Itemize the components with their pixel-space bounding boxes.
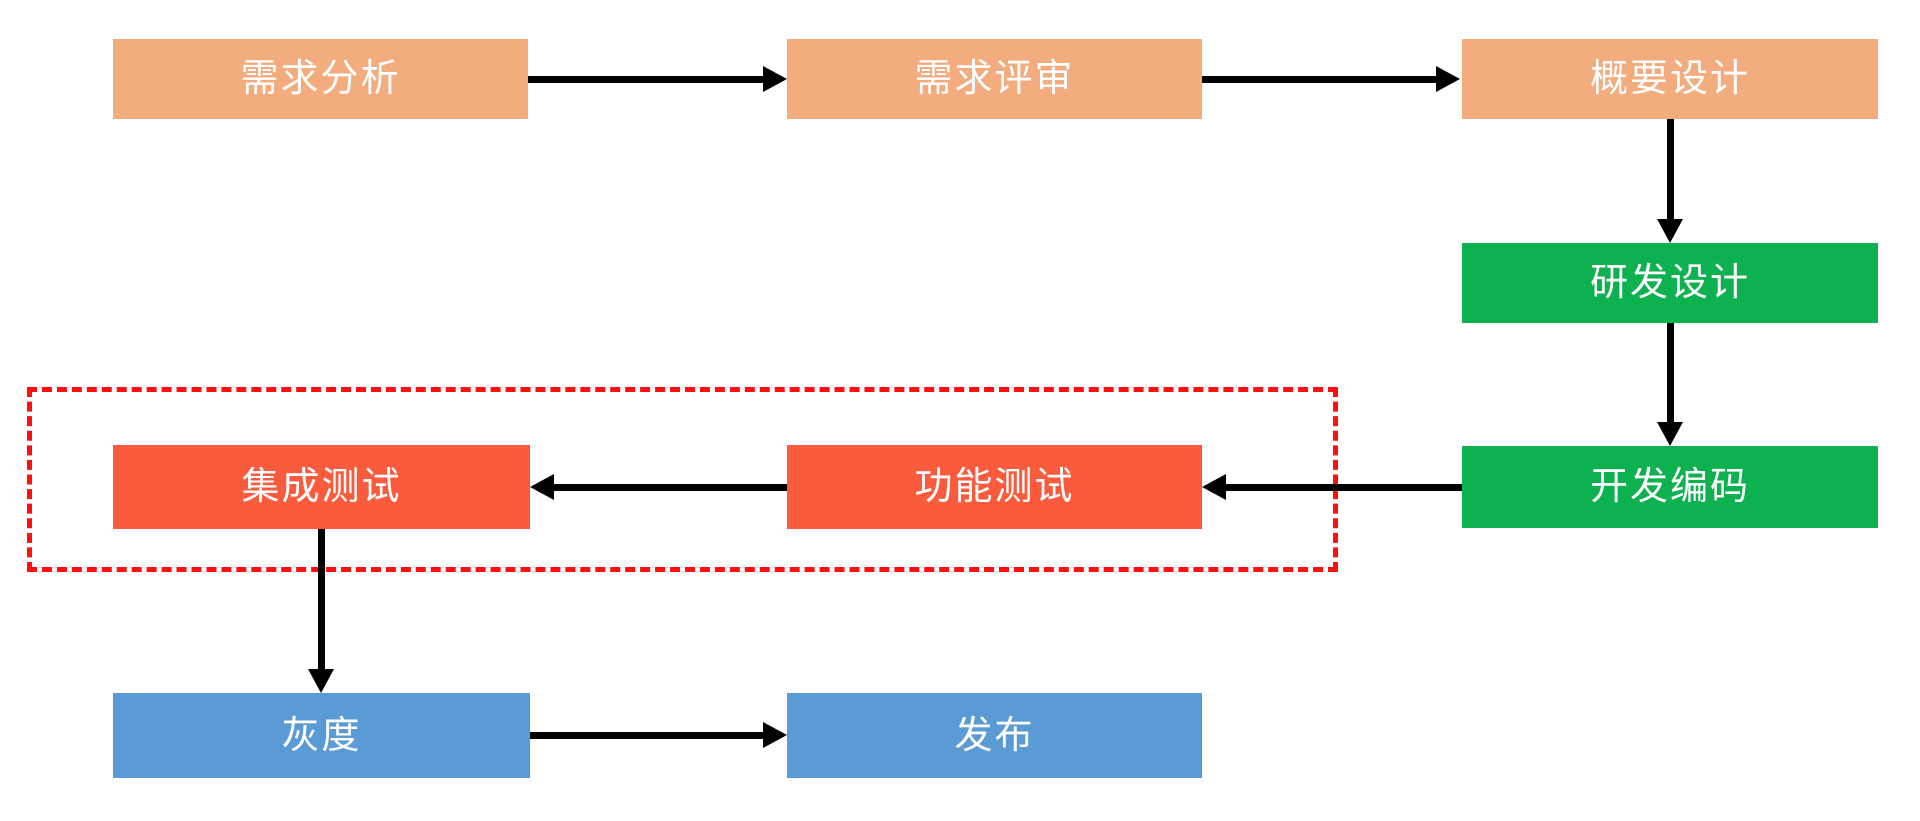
arrow-head bbox=[1657, 422, 1683, 446]
node-label: 需求评审 bbox=[914, 58, 1075, 100]
arrow-shaft bbox=[1222, 483, 1462, 491]
arrow-head bbox=[1436, 66, 1460, 92]
node-integration-testing: 集成测试 bbox=[113, 445, 530, 529]
arrow-functest-to-inttest-icon bbox=[530, 474, 787, 500]
arrow-gray-to-release-icon bbox=[530, 722, 787, 748]
node-label: 开发编码 bbox=[1589, 466, 1750, 508]
arrow-shaft bbox=[1202, 75, 1440, 83]
arrow-shaft bbox=[530, 731, 767, 739]
arrow-shaft bbox=[550, 483, 787, 491]
node-release: 发布 bbox=[787, 693, 1202, 778]
arrow-head bbox=[1202, 474, 1226, 500]
arrow-rddesign-to-coding-icon bbox=[1657, 323, 1683, 446]
arrow-head bbox=[1657, 219, 1683, 243]
testing-group-outline bbox=[27, 387, 1338, 572]
node-label: 发布 bbox=[954, 714, 1035, 757]
node-rd-design: 研发设计 bbox=[1462, 243, 1878, 323]
arrow-head bbox=[763, 66, 787, 92]
node-label: 概要设计 bbox=[1589, 58, 1750, 100]
arrow-head bbox=[530, 474, 554, 500]
arrow-outline-to-rddesign-icon bbox=[1657, 119, 1683, 243]
node-label: 集成测试 bbox=[241, 466, 402, 508]
node-label: 研发设计 bbox=[1589, 262, 1750, 304]
arrow-analysis-to-review-icon bbox=[528, 66, 787, 92]
arrow-shaft bbox=[528, 75, 767, 83]
node-label: 需求分析 bbox=[240, 58, 401, 100]
arrow-shaft bbox=[317, 529, 325, 673]
arrow-inttest-to-gray-icon bbox=[308, 529, 334, 693]
arrow-head bbox=[763, 722, 787, 748]
node-requirements-review: 需求评审 bbox=[787, 39, 1202, 119]
arrow-head bbox=[308, 669, 334, 693]
node-label: 功能测试 bbox=[914, 466, 1075, 508]
arrow-review-to-outline-icon bbox=[1202, 66, 1460, 92]
node-gray-release: 灰度 bbox=[113, 693, 530, 778]
arrow-shaft bbox=[1666, 323, 1674, 426]
arrow-coding-to-functest-icon bbox=[1202, 474, 1462, 500]
arrow-shaft bbox=[1666, 119, 1674, 223]
node-requirements-analysis: 需求分析 bbox=[113, 39, 528, 119]
node-development-coding: 开发编码 bbox=[1462, 446, 1878, 528]
node-label: 灰度 bbox=[281, 714, 362, 757]
node-outline-design: 概要设计 bbox=[1462, 39, 1878, 119]
node-functional-testing: 功能测试 bbox=[787, 445, 1202, 529]
